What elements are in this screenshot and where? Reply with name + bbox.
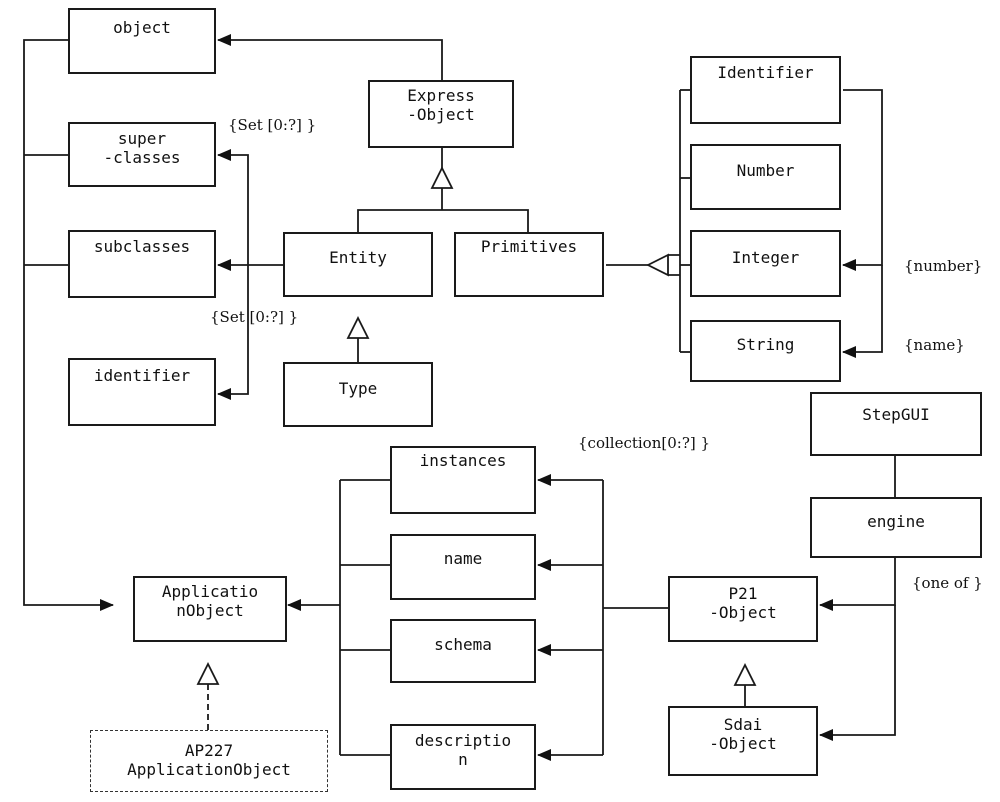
edge-set-bus-identifier — [217, 265, 249, 400]
box-primitives: Primitives — [454, 232, 604, 297]
box-superclasses-label: super -classes — [103, 129, 181, 167]
box-sdai-object: Sdai -Object — [668, 706, 818, 776]
edge-express-to-object — [217, 34, 443, 80]
box-primitives-label: Primitives — [480, 237, 578, 256]
edge-engine-sdai — [819, 605, 896, 741]
box-type: Type — [283, 362, 433, 427]
edge-identifier-to-number — [842, 89, 883, 271]
box-description: descriptio n — [390, 724, 536, 790]
generalization-triangle-entity — [346, 315, 370, 339]
box-type-label: Type — [338, 379, 378, 398]
note-identifier-set: {Set [0:?] } — [210, 308, 299, 326]
edge-left-spine — [23, 39, 114, 611]
box-stepgui-label: StepGUI — [862, 405, 930, 424]
generalization-triangle-express — [430, 165, 454, 189]
edge-identifier-to-string — [842, 265, 883, 358]
box-application-object-label: Applicatio nObject — [161, 582, 259, 620]
box-instances: instances — [390, 446, 536, 514]
generalization-triangle-appobject — [196, 661, 220, 685]
box-string: String — [690, 320, 841, 382]
box-engine: engine — [810, 497, 982, 558]
box-object-label: object — [113, 18, 171, 37]
box-integer: Integer — [690, 230, 841, 297]
note-superclasses-set: {Set [0:?] } — [228, 116, 317, 134]
box-identifier-primitive-label: Identifier — [717, 63, 814, 82]
box-integer-label: Integer — [731, 248, 800, 267]
box-entity: Entity — [283, 232, 433, 297]
box-schema: schema — [390, 619, 536, 683]
note-collection: {collection[0:?] } — [578, 434, 711, 452]
edge-engine-p21 — [819, 558, 896, 611]
box-subclasses-label: subclasses — [93, 237, 191, 256]
box-schema-label: schema — [434, 635, 492, 654]
note-name: {name} — [904, 336, 965, 354]
box-p21-object-label: P21 -Object — [709, 584, 777, 622]
note-one-of: {one of } — [912, 574, 983, 592]
note-number: {number} — [904, 257, 983, 275]
box-ap227-application-object: AP227 ApplicationObject — [90, 730, 328, 792]
box-subclasses: subclasses — [68, 230, 216, 298]
box-application-object: Applicatio nObject — [133, 576, 287, 642]
box-ap227-application-object-label: AP227 ApplicationObject — [127, 741, 291, 779]
box-number-label: Number — [736, 161, 795, 180]
box-p21-object: P21 -Object — [668, 576, 818, 642]
box-identifier-attr-label: identifier — [93, 366, 191, 385]
box-description-label: descriptio n — [414, 731, 512, 769]
box-express-object: Express -Object — [368, 80, 514, 148]
box-identifier-attr: identifier — [68, 358, 216, 426]
box-number: Number — [690, 144, 841, 210]
box-name: name — [390, 534, 536, 600]
box-stepgui: StepGUI — [810, 392, 982, 456]
box-entity-label: Entity — [329, 248, 387, 267]
edge-set-bus-superclasses — [217, 149, 249, 265]
box-instances-label: instances — [419, 451, 507, 470]
box-express-object-label: Express -Object — [407, 86, 475, 124]
generalization-triangle-primitives — [645, 253, 669, 277]
generalization-triangle-p21 — [733, 662, 757, 686]
box-identifier-primitive: Identifier — [690, 56, 841, 124]
box-name-label: name — [443, 549, 483, 568]
box-sdai-object-label: Sdai -Object — [709, 715, 777, 753]
box-superclasses: super -classes — [68, 122, 216, 187]
box-engine-label: engine — [867, 512, 925, 531]
box-string-label: String — [736, 335, 795, 354]
box-object: object — [68, 8, 216, 74]
